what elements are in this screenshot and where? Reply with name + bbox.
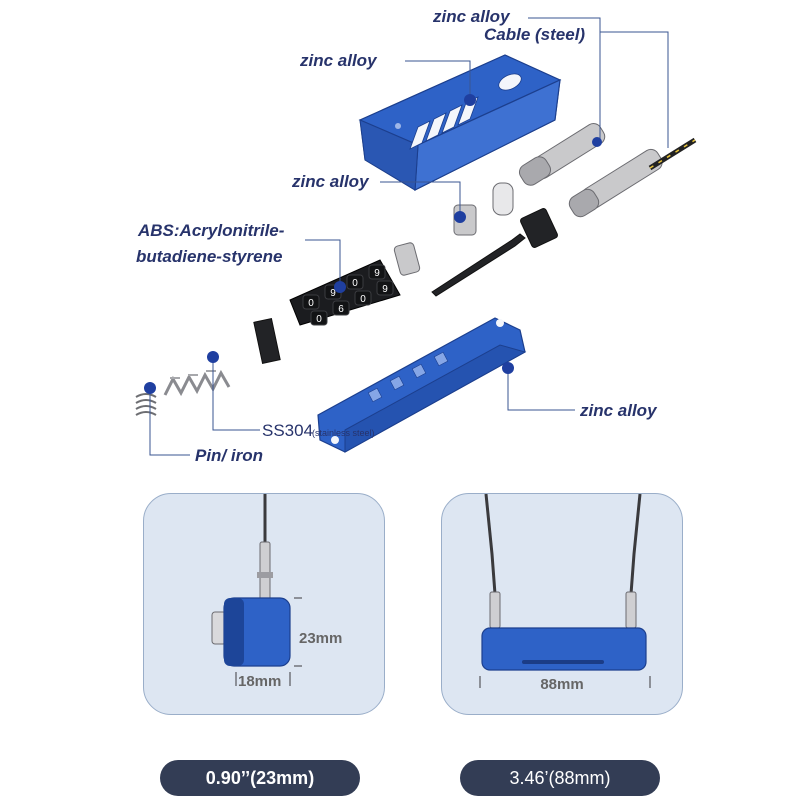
side-view-caption: 0.90’’(23mm) xyxy=(160,760,360,796)
small-pieces xyxy=(253,182,558,365)
dial-digit: 9 xyxy=(374,268,380,279)
label-cable-steel: Cable (steel) xyxy=(484,25,585,44)
label-housing-zinc-alloy: zinc alloy xyxy=(299,51,378,70)
label-mid-zinc-alloy: zinc alloy xyxy=(291,172,370,191)
base-plate xyxy=(317,317,527,453)
dial-digit: 9 xyxy=(330,288,336,299)
dial-wheel xyxy=(346,274,364,290)
callout-dots xyxy=(144,94,602,394)
dial-wheel xyxy=(302,294,320,310)
top-housing xyxy=(358,54,562,192)
cable-posts xyxy=(518,122,697,218)
dial-wheel xyxy=(332,300,350,316)
leader-lines xyxy=(149,17,669,456)
dial-digit: 0 xyxy=(352,278,358,289)
dial-wheel xyxy=(368,264,386,280)
front-view-card: 88mm xyxy=(441,493,683,715)
dial-digit: 0 xyxy=(316,314,322,325)
label-abs-line2: butadiene-styrene xyxy=(136,247,282,266)
dial-digit: 0 xyxy=(360,294,366,305)
width-dimension-label: 18mm xyxy=(238,673,282,690)
front-width-dimension-label: 88mm xyxy=(540,676,584,693)
dial-wheel xyxy=(354,290,372,306)
label-pin-iron: Pin/ iron xyxy=(195,446,263,465)
dial-digit: 0 xyxy=(308,298,314,309)
dial-digit: 6 xyxy=(338,304,344,315)
dial-wheel xyxy=(376,280,394,296)
dial-digit: 9 xyxy=(382,284,388,295)
label-abs-line1: ABS:Acrylonitrile- xyxy=(137,221,285,240)
label-ss304-note: (stainless steel) xyxy=(312,428,375,438)
spring-clips xyxy=(135,369,231,416)
side-view-card: 23mm 18mm xyxy=(143,493,385,715)
front-view-caption: 3.46’(88mm) xyxy=(460,760,660,796)
front-view-illustration xyxy=(479,494,651,688)
combination-dials: 0 9 0 9 0 6 0 9 xyxy=(289,259,401,326)
exploded-diagram: 0 9 0 9 0 6 0 9 xyxy=(135,7,697,465)
side-view-illustration xyxy=(211,494,302,686)
label-ss304: SS304 xyxy=(262,421,313,440)
label-base-zinc-alloy: zinc alloy xyxy=(579,401,658,420)
dial-wheel xyxy=(310,310,328,326)
label-top-zinc-alloy: zinc alloy xyxy=(432,7,511,26)
height-dimension-label: 23mm xyxy=(299,630,343,647)
